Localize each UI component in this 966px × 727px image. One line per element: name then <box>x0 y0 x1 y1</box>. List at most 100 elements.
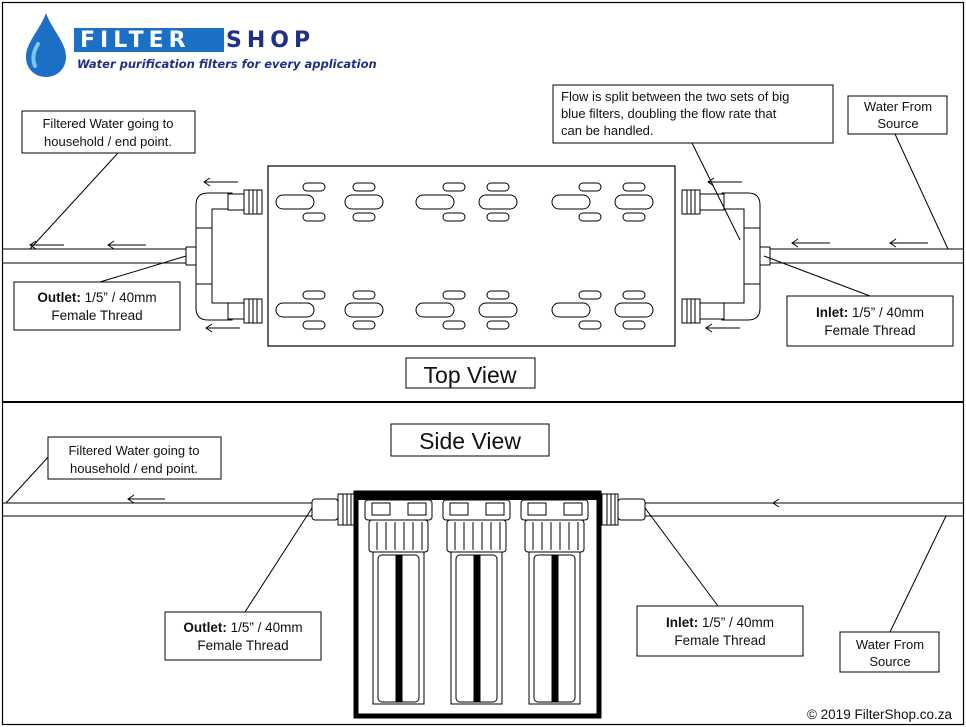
housing-slot <box>415 302 455 318</box>
housing-slot <box>614 302 654 318</box>
filtershop-logo: FILTER SHOP Water purification filters f… <box>26 13 377 77</box>
housing-slot <box>486 290 510 300</box>
top-outlet-manifold <box>185 189 263 324</box>
top-source-label-line2: Source <box>877 116 918 131</box>
top-view-title: Top View <box>424 362 517 388</box>
top-outlet-label-line2: Female Thread <box>51 308 142 323</box>
housing-slot <box>578 290 602 300</box>
top-view: Top View Filtered Water going to househo… <box>3 84 963 389</box>
logo-name-part1: FILTER <box>80 28 191 53</box>
side-filter-housings <box>364 499 589 705</box>
side-outlet-label-line1: Outlet: 1/5” / 40mm <box>183 620 302 635</box>
filter-housing-slots <box>275 182 654 330</box>
side-inlet-label-box <box>636 605 804 657</box>
side-outlet-leader <box>244 507 313 613</box>
side-flow-arrows <box>127 494 810 508</box>
housing-slot <box>622 320 646 330</box>
side-source-label-box <box>839 631 940 673</box>
flow-note-box <box>552 84 834 144</box>
top-inlet-manifold <box>681 189 771 324</box>
side-source-label-line1: Water From <box>856 637 924 652</box>
side-inlet-connector <box>601 493 646 526</box>
side-inlet-label-line1: Inlet: 1/5” / 40mm <box>666 615 774 630</box>
top-inlet-pipe <box>760 248 963 264</box>
housing-slot <box>614 194 654 210</box>
housing-slot <box>344 302 384 318</box>
housing-slot <box>352 320 376 330</box>
side-filtered-label-line1: Filtered Water going to <box>68 443 199 458</box>
housing-slot <box>478 302 518 318</box>
filter-housing <box>364 499 433 705</box>
side-view-title-box <box>390 423 550 457</box>
housing-slot <box>352 182 376 192</box>
side-filtered-label-line2: household / end point. <box>70 461 198 476</box>
top-inlet-leader <box>763 255 871 297</box>
side-inlet-leader <box>644 507 719 607</box>
water-drop-icon <box>26 13 66 77</box>
top-source-label-box <box>847 95 948 135</box>
side-outlet-label-box <box>164 611 322 661</box>
housing-slot <box>442 290 466 300</box>
side-inlet-label-line2: Female Thread <box>674 633 765 648</box>
housing-slot <box>578 212 602 222</box>
housing-slot <box>622 290 646 300</box>
housing-slot <box>302 212 326 222</box>
flow-note-line2: blue filters, doubling the flow rate tha… <box>561 106 777 121</box>
arrow-left-icon <box>772 498 810 508</box>
flow-arrows <box>29 177 928 333</box>
side-outlet-pipe <box>3 502 312 517</box>
top-outlet-leader <box>99 255 187 283</box>
top-outlet-label-box <box>13 281 181 331</box>
flow-note-leader <box>691 142 741 241</box>
side-inlet-pipe <box>645 502 963 517</box>
top-filtered-label-box <box>21 110 196 154</box>
top-inlet-label-line2: Female Thread <box>824 323 915 338</box>
drop-highlight <box>31 42 40 68</box>
arrow-left-icon <box>205 323 240 333</box>
housing-slot <box>352 290 376 300</box>
housing-slot <box>578 182 602 192</box>
top-filtered-label-line2: household / end point. <box>44 134 172 149</box>
filter-housing <box>520 499 589 705</box>
housing-slot <box>415 194 455 210</box>
housing-slot <box>478 194 518 210</box>
logo-name-part2: SHOP <box>226 28 315 53</box>
top-view-title-box <box>405 357 536 389</box>
housing-slot <box>622 182 646 192</box>
arrow-left-icon <box>707 177 742 187</box>
housing-slot <box>551 194 591 210</box>
housing-slot <box>275 302 315 318</box>
housing-slot <box>486 212 510 222</box>
arrow-left-icon <box>29 240 64 250</box>
arrow-left-icon <box>705 323 740 333</box>
housing-slot <box>622 212 646 222</box>
side-filtered-leader <box>5 454 51 504</box>
top-source-leader <box>894 133 949 250</box>
filter-housing <box>442 499 511 705</box>
top-filtered-label-line1: Filtered Water going to <box>42 116 173 131</box>
side-source-label-line2: Source <box>869 654 910 669</box>
housing-slot <box>302 320 326 330</box>
arrow-left-icon <box>889 238 928 248</box>
side-source-leader <box>889 515 947 633</box>
copyright: © 2019 FilterShop.co.za <box>807 707 953 722</box>
logo-tagline: Water purification filters for every app… <box>77 57 377 71</box>
arrow-left-icon <box>203 177 238 187</box>
flow-note-line3: can be handled. <box>561 123 654 138</box>
top-filter-housing <box>267 165 676 347</box>
side-outlet-label-line2: Female Thread <box>197 638 288 653</box>
top-inlet-label-box <box>786 295 954 347</box>
side-view-title: Side View <box>419 428 521 454</box>
top-outlet-label-line1: Outlet: 1/5” / 40mm <box>37 290 156 305</box>
housing-slot <box>551 302 591 318</box>
top-filtered-leader <box>29 152 119 250</box>
side-filtered-label-box <box>47 436 222 480</box>
arrow-left-icon <box>791 238 830 248</box>
housing-slot <box>486 320 510 330</box>
arrow-left-icon <box>127 494 165 504</box>
side-view: Side View <box>3 423 963 719</box>
housing-slot <box>302 182 326 192</box>
housing-slot <box>302 290 326 300</box>
